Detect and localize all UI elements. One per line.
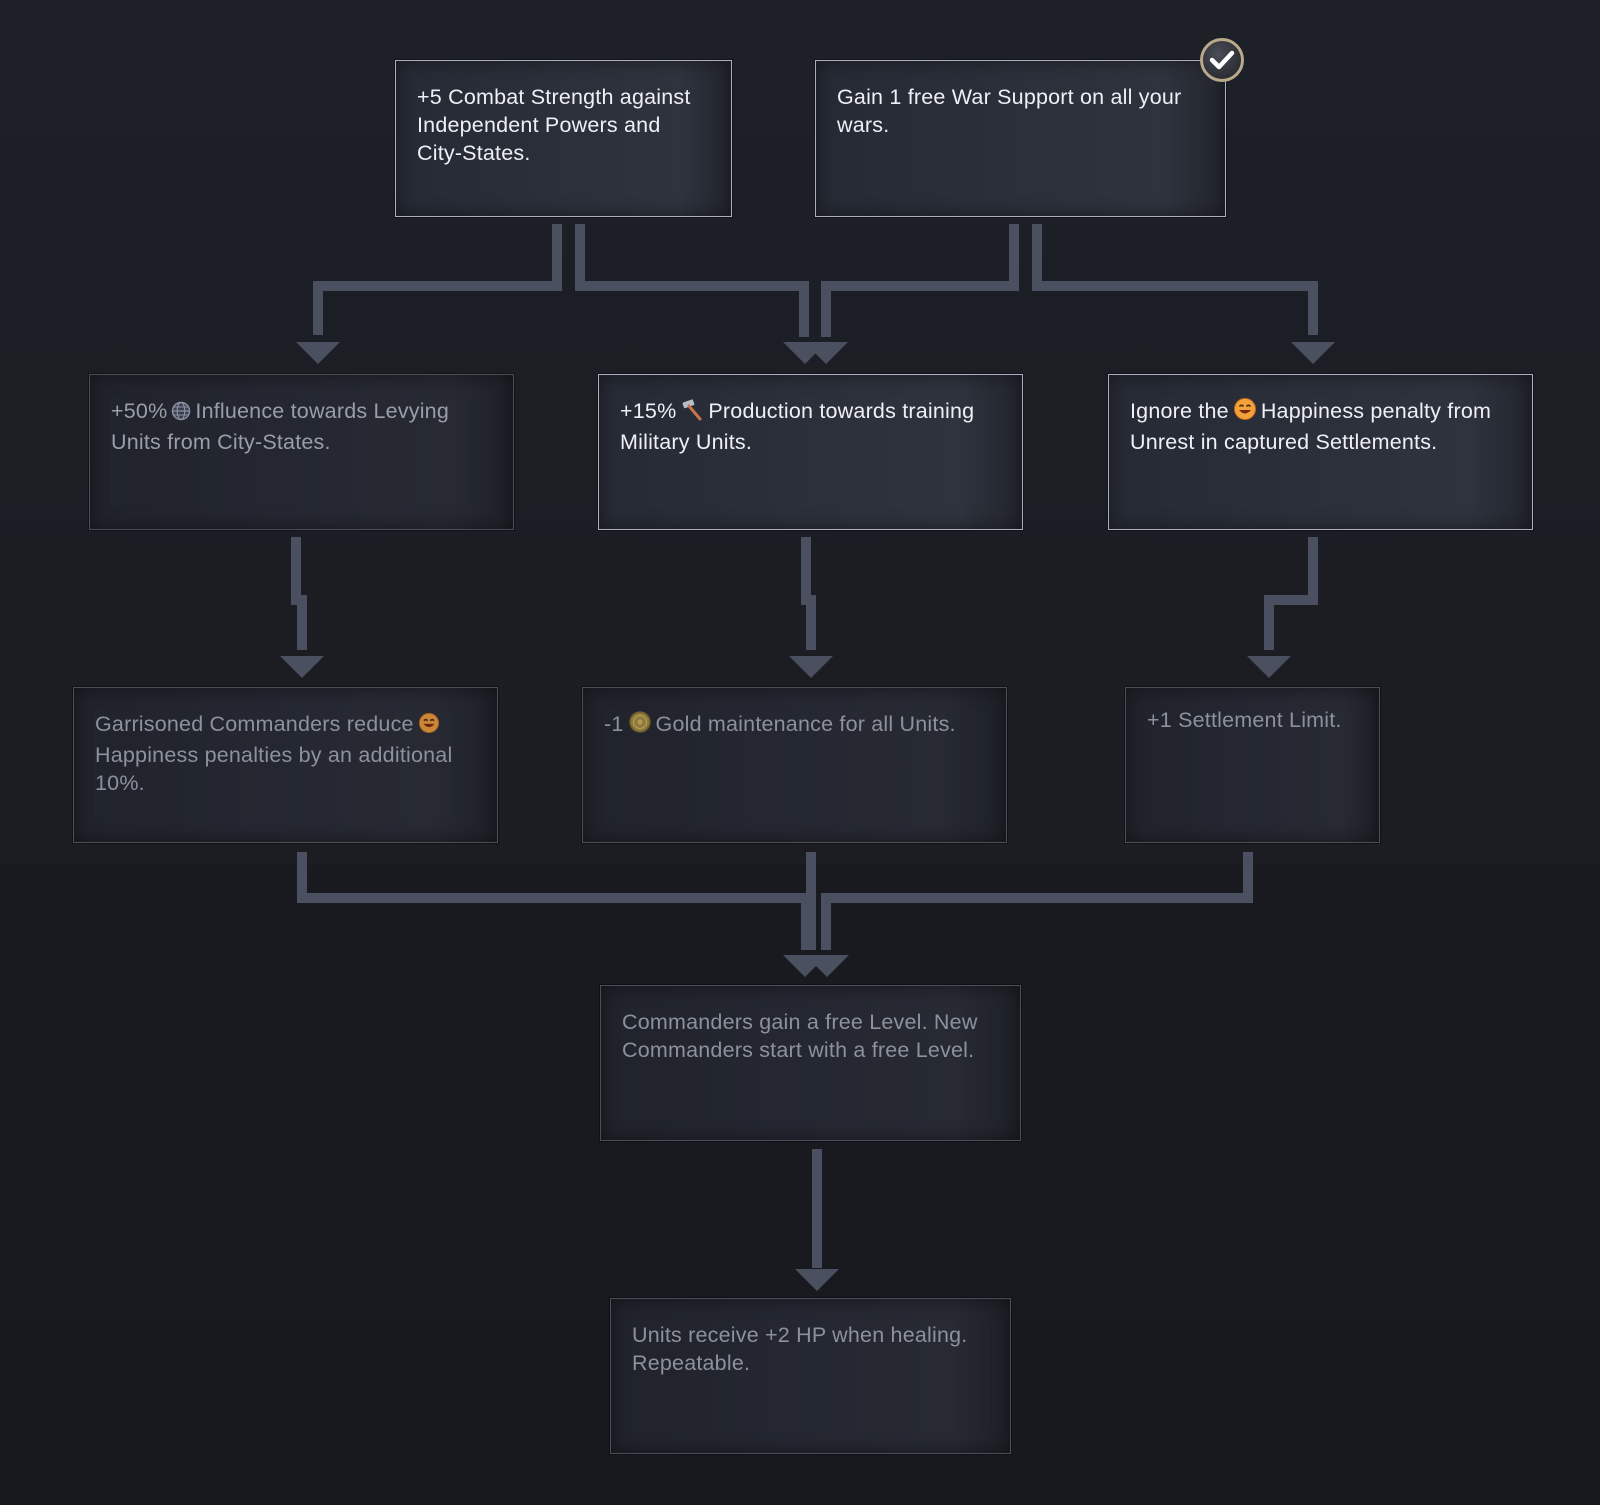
arrowhead <box>789 656 833 678</box>
node-text-pre: Garrisoned Commanders reduce <box>95 712 414 736</box>
node-text-pre: Ignore the <box>1130 399 1229 423</box>
connector-t2c-t3c <box>1264 537 1318 650</box>
node-text: +1 Settlement Limit. <box>1147 708 1342 732</box>
arrowhead <box>1291 342 1335 364</box>
civic-node-commander-level[interactable]: Commanders gain a free Level. New Comman… <box>600 985 1021 1141</box>
node-text-post: Production towards training Military Uni… <box>620 399 975 454</box>
civic-node-levy-influence[interactable]: +50%Influence towards Levying Units from… <box>89 374 514 530</box>
civic-node-garrisoned-commanders[interactable]: Garrisoned Commanders reduceHappiness pe… <box>73 687 498 843</box>
civic-node-military-production[interactable]: +15%Production towards training Military… <box>598 374 1023 530</box>
arrowhead <box>795 1269 839 1291</box>
connector-t2a-t3a <box>291 537 307 650</box>
connector-t3c-t4 <box>821 852 1253 950</box>
node-text-post: Influence towards Levying Units from Cit… <box>111 399 449 454</box>
node-text-pre: +50% <box>111 399 168 423</box>
production-hammer-icon <box>680 399 704 428</box>
gold-coin-icon <box>628 710 652 741</box>
arrowhead <box>1247 656 1291 678</box>
civic-node-settlement-limit[interactable]: +1 Settlement Limit. <box>1125 687 1380 843</box>
happiness-face-icon <box>1233 397 1257 428</box>
node-text-post: Gold maintenance for all Units. <box>655 712 956 736</box>
civic-node-healing-hp[interactable]: Units receive +2 HP when healing. Repeat… <box>610 1298 1011 1454</box>
civic-node-war-support[interactable]: Gain 1 free War Support on all your wars… <box>815 60 1226 217</box>
node-text-post: Happiness penalty from Unrest in capture… <box>1130 399 1492 454</box>
connector-t1b-t2b <box>821 224 1019 337</box>
node-text: Commanders gain a free Level. New Comman… <box>622 1010 978 1062</box>
node-text-pre: +15% <box>620 399 677 423</box>
happiness-face-icon <box>418 712 440 741</box>
node-text-pre: -1 <box>604 712 624 736</box>
connector-t2b-t3b <box>801 537 816 650</box>
connector-t3a-t4 <box>297 852 811 950</box>
completed-check-icon <box>1200 38 1244 82</box>
arrowhead <box>296 342 340 364</box>
node-text-post: Happiness penalties by an additional 10%… <box>95 743 453 795</box>
civic-node-combat-strength[interactable]: +5 Combat Strength against Independent P… <box>395 60 732 217</box>
connector-t1a-t2a <box>313 224 562 335</box>
arrowhead <box>280 656 324 678</box>
civic-node-gold-maintenance[interactable]: -1 Gold maintenance for all Units. <box>582 687 1007 843</box>
node-text: +5 Combat Strength against Independent P… <box>417 85 691 165</box>
connector-t1a-t2b <box>575 224 809 337</box>
node-text: Gain 1 free War Support on all your wars… <box>837 85 1182 137</box>
influence-globe-icon <box>171 400 191 428</box>
arrowhead <box>805 955 849 977</box>
arrowhead <box>804 342 848 364</box>
node-text: Units receive +2 HP when healing. Repeat… <box>632 1323 968 1375</box>
connector-t1b-t2c <box>1032 224 1318 335</box>
